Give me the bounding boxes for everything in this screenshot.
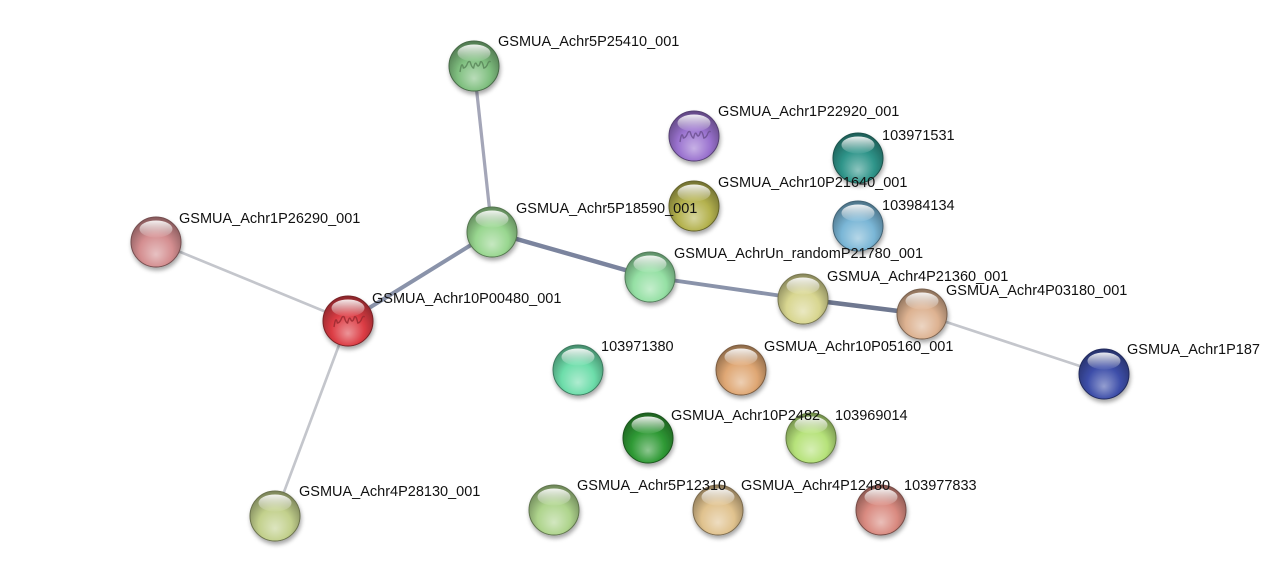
node-label: GSMUA_Achr5P25410_001 bbox=[498, 34, 679, 50]
node-label: GSMUA_Achr10P21640_001 bbox=[718, 175, 907, 191]
edge-n7-n11[interactable] bbox=[346, 230, 494, 323]
labels-layer: GSMUA_Achr5P25410_001GSMUA_Achr1P22920_0… bbox=[179, 34, 1260, 500]
edge-n1-n7[interactable] bbox=[472, 64, 494, 234]
node-label: GSMUA_AchrUn_randomP21780_001 bbox=[674, 246, 923, 262]
node-GSMUA_Achr10P21640_001[interactable] bbox=[668, 180, 720, 232]
node-highlight bbox=[794, 416, 828, 434]
node-label: GSMUA_Achr10P05160_001 bbox=[764, 339, 953, 355]
node-highlight bbox=[1087, 352, 1121, 370]
node-GSMUA_Achr4P03180_001[interactable] bbox=[896, 288, 948, 340]
node-GSMUA_AchrUn_randomP21780_001[interactable] bbox=[624, 251, 676, 303]
node-highlight bbox=[631, 416, 665, 434]
node-103971380[interactable] bbox=[552, 344, 604, 396]
node-label: 103971531 bbox=[882, 128, 955, 144]
node-GSMUA_Achr4P21360_001[interactable] bbox=[777, 273, 829, 325]
protein-structure-icon bbox=[679, 130, 712, 143]
node-highlight bbox=[537, 488, 571, 506]
node-highlight bbox=[724, 348, 758, 366]
node-GSMUA_Achr10P05160_001[interactable] bbox=[715, 344, 767, 396]
edge-n6-n11[interactable] bbox=[154, 240, 350, 323]
node-highlight bbox=[633, 255, 667, 273]
node-label: GSMUA_Achr5P18590_001 bbox=[516, 201, 697, 217]
node-label: GSMUA_Achr4P03180_001 bbox=[946, 283, 1127, 299]
node-103971531[interactable] bbox=[832, 132, 884, 184]
node-label: GSMUA_Achr10P2482 bbox=[671, 408, 820, 424]
node-label: GSMUA_Achr4P28130_001 bbox=[299, 484, 480, 500]
node-GSMUA_Achr1P22920_001[interactable] bbox=[668, 110, 720, 162]
node-highlight bbox=[677, 114, 711, 132]
node-highlight bbox=[841, 204, 875, 222]
node-highlight bbox=[905, 292, 939, 310]
node-GSMUA_Achr4P12480[interactable] bbox=[692, 484, 744, 536]
node-highlight bbox=[561, 348, 595, 366]
node-GSMUA_Achr5P18590_001[interactable] bbox=[466, 206, 518, 258]
protein-structure-icon bbox=[333, 315, 366, 328]
node-GSMUA_Achr5P12310[interactable] bbox=[528, 484, 580, 536]
node-label: 103971380 bbox=[601, 339, 674, 355]
nodes-layer bbox=[130, 40, 1130, 542]
node-GSMUA_Achr10P00480_001[interactable] bbox=[322, 295, 374, 347]
edge-n7-n8[interactable] bbox=[489, 229, 653, 280]
node-highlight bbox=[701, 488, 735, 506]
edge-n11-n17[interactable] bbox=[273, 319, 350, 518]
node-highlight bbox=[475, 210, 509, 228]
node-label: GSMUA_Achr1P187 bbox=[1127, 342, 1260, 358]
node-label: GSMUA_Achr1P26290_001 bbox=[179, 211, 360, 227]
node-highlight bbox=[864, 488, 898, 506]
node-label: 103977833 bbox=[904, 478, 977, 494]
node-highlight bbox=[139, 220, 173, 238]
node-label: GSMUA_Achr4P21360_001 bbox=[827, 269, 1008, 285]
node-highlight bbox=[258, 494, 292, 512]
node-highlight bbox=[786, 277, 820, 295]
node-103977833[interactable] bbox=[855, 484, 907, 536]
node-GSMUA_Achr4P28130_001[interactable] bbox=[249, 490, 301, 542]
node-103984134[interactable] bbox=[832, 200, 884, 252]
node-label: GSMUA_Achr10P00480_001 bbox=[372, 291, 561, 307]
node-GSMUA_Achr5P25410_001[interactable] bbox=[448, 40, 500, 92]
node-label: 103969014 bbox=[835, 408, 908, 424]
node-label: GSMUA_Achr1P22920_001 bbox=[718, 104, 899, 120]
edge-n8-n9[interactable] bbox=[648, 275, 805, 301]
node-GSMUA_Achr1P26290_001[interactable] bbox=[130, 216, 182, 268]
node-highlight bbox=[841, 136, 875, 154]
node-highlight bbox=[331, 299, 365, 317]
node-GSMUA_Achr10P2482[interactable] bbox=[622, 412, 674, 464]
node-label: GSMUA_Achr5P12310 bbox=[577, 478, 726, 494]
node-GSMUA_Achr1P187[interactable] bbox=[1078, 348, 1130, 400]
node-highlight bbox=[677, 184, 711, 202]
edge-n10-n12[interactable] bbox=[920, 312, 1106, 376]
node-label: 103984134 bbox=[882, 198, 955, 214]
node-highlight bbox=[457, 44, 491, 62]
protein-structure-icon bbox=[459, 60, 492, 73]
node-103969014[interactable] bbox=[785, 412, 837, 464]
node-label: GSMUA_Achr4P12480 bbox=[741, 478, 890, 494]
